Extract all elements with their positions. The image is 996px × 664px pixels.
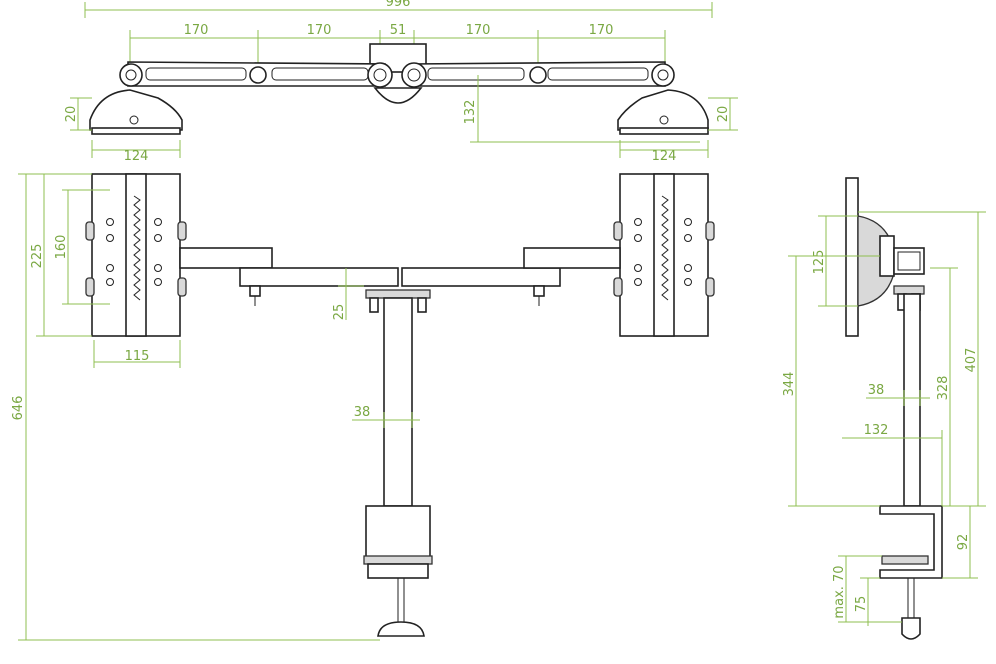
front-view: 225 160 115 25 38 646 — [11, 173, 715, 641]
dim-total-height: 646 — [11, 396, 26, 421]
dim-arm-segment-3: 170 — [466, 23, 491, 38]
dim-side-vesa: 125 — [812, 250, 827, 275]
side-view: 125 344 407 38 328 132 92 max. 70 — [782, 177, 986, 640]
dim-top-right-height: 20 — [716, 106, 731, 123]
dim-arm-offset: 132 — [463, 100, 478, 125]
dim-arm-segment-1: 170 — [184, 23, 209, 38]
dim-plate-left-width: 124 — [124, 149, 149, 164]
dim-vesa-height-inner: 160 — [54, 235, 69, 260]
dim-arm-segment-4: 170 — [589, 23, 614, 38]
dim-center-gap: 51 — [390, 23, 407, 38]
dim-arm-segment-2: 170 — [307, 23, 332, 38]
dim-vesa-height-outer: 225 — [30, 244, 45, 269]
dim-clamp-max: max. 70 — [832, 565, 847, 618]
dim-pole-width-front: 38 — [354, 405, 371, 420]
dim-arm-drop: 25 — [332, 304, 347, 321]
dim-plate-right-width: 124 — [652, 149, 677, 164]
dim-side-pole-height: 328 — [936, 376, 951, 401]
dim-side-height-407: 407 — [964, 348, 979, 373]
dim-side-depth: 132 — [864, 423, 889, 438]
top-view: 996 170 170 51 170 170 — [64, 0, 738, 164]
dim-side-height-344: 344 — [782, 372, 797, 397]
dim-clamp-height: 92 — [956, 534, 971, 551]
dim-top-width: 996 — [386, 0, 411, 10]
dim-side-pole-width: 38 — [868, 383, 885, 398]
dim-clamp-75: 75 — [854, 596, 869, 613]
dim-vesa-width: 115 — [125, 349, 150, 364]
dim-top-left-height: 20 — [64, 106, 79, 123]
